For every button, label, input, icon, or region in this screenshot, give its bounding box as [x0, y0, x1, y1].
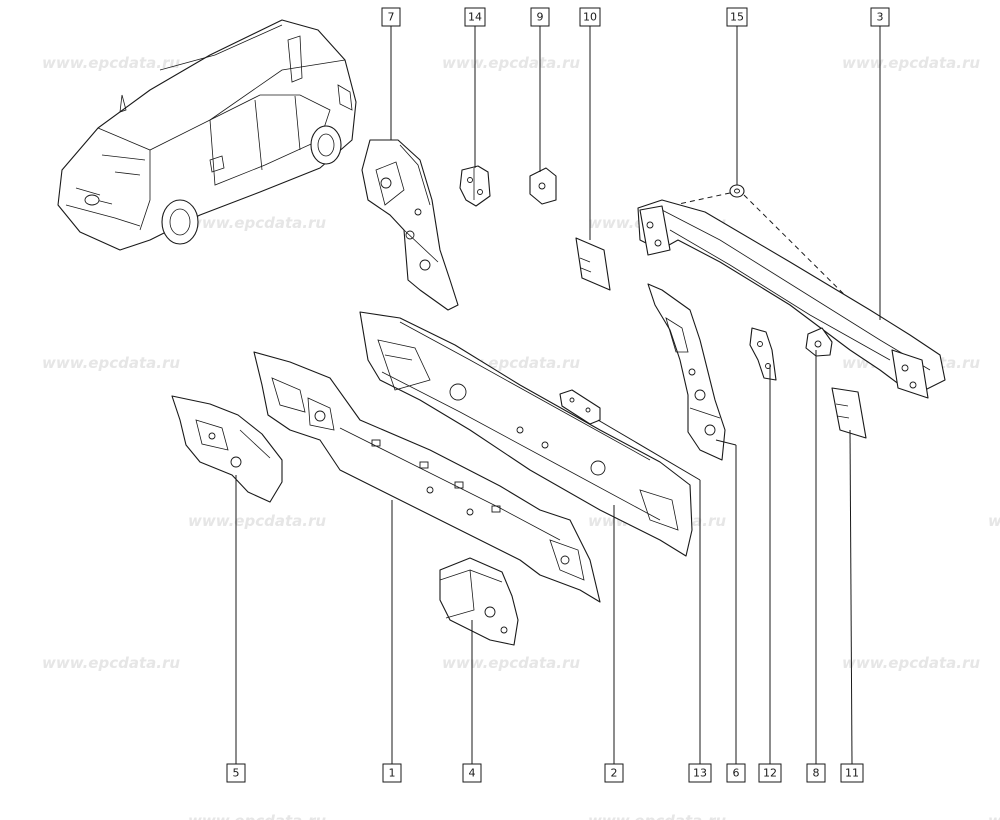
watermark: www.epcdata.ru: [588, 812, 726, 820]
svg-text:4: 4: [469, 767, 476, 780]
svg-text:15: 15: [730, 11, 744, 24]
part-8-bracket: [805, 327, 833, 357]
callout-15: 15: [726, 7, 748, 27]
svg-text:14: 14: [468, 11, 482, 24]
part-13-strip: [559, 389, 601, 425]
callouts-top: 7 14 9 10 15 3: [381, 7, 890, 27]
watermark: www.epcdata.ru: [42, 354, 180, 372]
svg-text:3: 3: [877, 11, 884, 24]
part-11-plate: [831, 387, 867, 439]
watermark: www.epcdata.ru: [988, 812, 1000, 820]
part-7-rear-pillar: [361, 139, 459, 311]
callout-14: 14: [464, 7, 486, 27]
watermark: www.epcdata.ru: [442, 54, 580, 72]
callout-3: 3: [870, 7, 890, 27]
svg-text:7: 7: [388, 11, 395, 24]
callout-1: 1: [382, 763, 402, 783]
callout-12: 12: [758, 763, 782, 783]
watermark: www.epcdata.ru: [842, 54, 980, 72]
watermark: www.epcdata.ru: [42, 654, 180, 672]
callout-11: 11: [840, 763, 864, 783]
callout-2: 2: [604, 763, 624, 783]
part-3-bumper-beam: [637, 199, 946, 399]
watermark: www.epcdata.ru: [842, 654, 980, 672]
part-1-lower-panel: [253, 351, 601, 603]
callout-8: 8: [806, 763, 826, 783]
svg-text:10: 10: [583, 11, 597, 24]
watermark: www.epcdata.ru: [188, 214, 326, 232]
watermark: www.epcdata.ru: [442, 654, 580, 672]
svg-text:8: 8: [813, 767, 820, 780]
svg-text:6: 6: [733, 767, 740, 780]
leader-lines: [235, 26, 881, 765]
part-10-plate: [575, 237, 611, 291]
part-12-bracket: [749, 327, 777, 381]
svg-text:2: 2: [611, 767, 618, 780]
callout-13: 13: [688, 763, 712, 783]
callout-7: 7: [381, 7, 401, 27]
part-9-bracket: [529, 167, 557, 205]
part-6-pillar-right: [647, 283, 726, 461]
svg-text:1: 1: [389, 767, 396, 780]
watermark: www.epcdata.ru: [188, 812, 326, 820]
svg-text:9: 9: [537, 11, 544, 24]
callout-9: 9: [530, 7, 550, 27]
watermark: www.epcdata.ru: [188, 512, 326, 530]
svg-text:12: 12: [763, 767, 777, 780]
svg-text:5: 5: [233, 767, 240, 780]
callout-6: 6: [726, 763, 746, 783]
part-4-lower-bracket: [439, 557, 519, 646]
car-illustration: [57, 19, 357, 251]
callout-10: 10: [579, 7, 601, 27]
watermark: www.epcdata.ru: [988, 512, 1000, 530]
callout-5: 5: [226, 763, 246, 783]
svg-text:13: 13: [693, 767, 707, 780]
part-14-bracket: [459, 165, 491, 207]
svg-text:11: 11: [845, 767, 859, 780]
watermark: www.epcdata.ru: [42, 54, 180, 72]
callout-4: 4: [462, 763, 482, 783]
part-5-side-bracket: [171, 395, 283, 503]
part-2-rear-panel: [359, 311, 693, 557]
callouts-bottom: 5 1 4 2 13 6 12 8: [226, 763, 864, 783]
